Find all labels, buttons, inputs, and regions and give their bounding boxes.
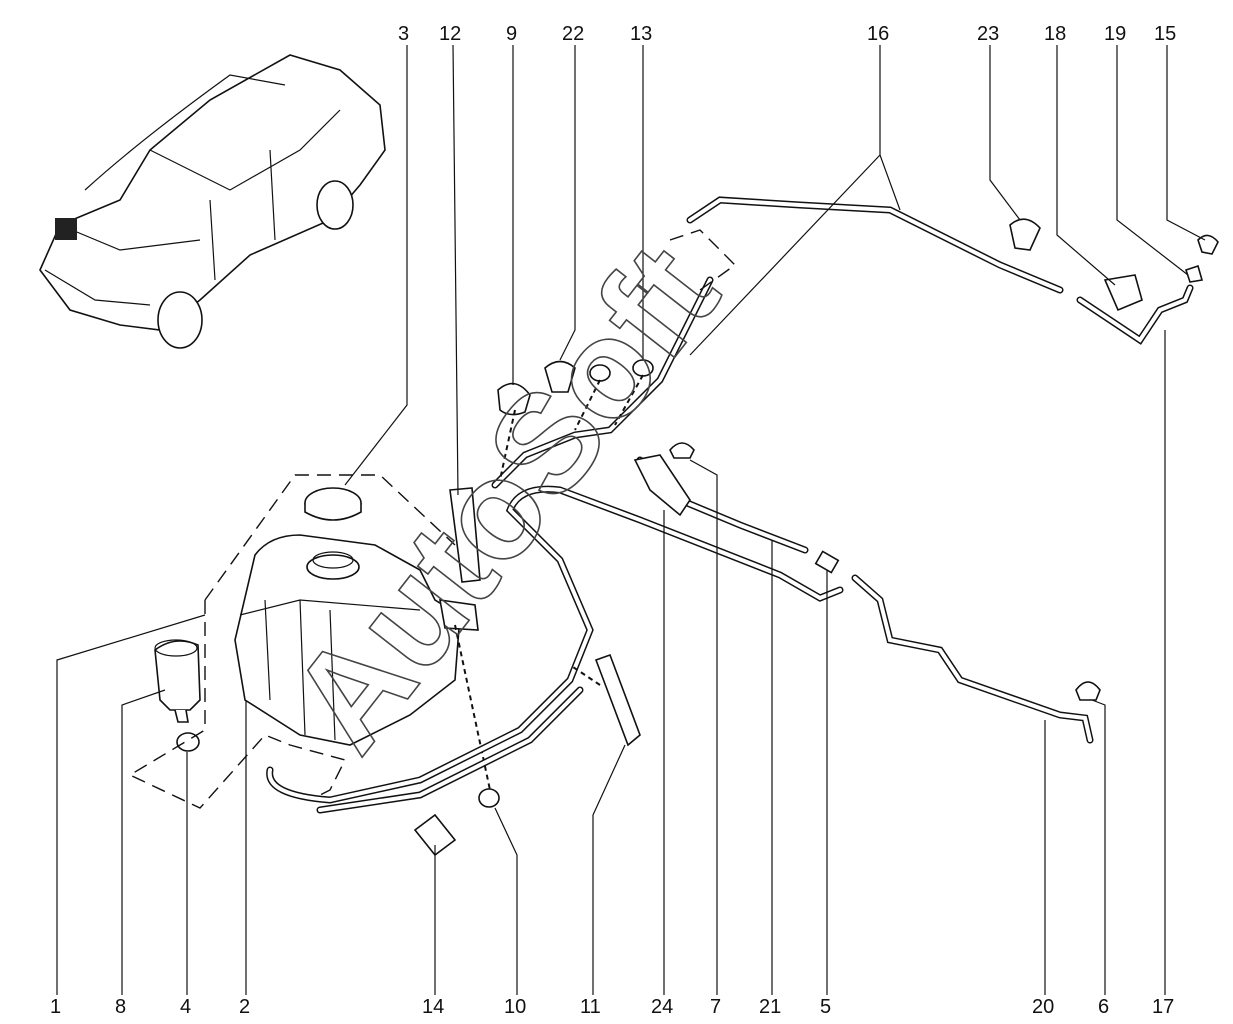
clip-23	[1009, 218, 1041, 251]
washer-hoses	[266, 196, 1194, 814]
seal-strip	[449, 487, 481, 583]
rear-bellows	[1103, 274, 1143, 312]
car-overview-illustration	[39, 54, 386, 349]
grommet-9	[497, 382, 531, 416]
callout-4: 4	[180, 996, 191, 1018]
hose-clip	[594, 653, 641, 747]
callout-20: 20	[1032, 996, 1054, 1018]
rear-nozzle-insert	[1184, 264, 1204, 283]
callout-16: 16	[867, 23, 889, 45]
assembly-outline	[204, 474, 456, 601]
front-washer-jet	[633, 442, 695, 517]
hose-routing-outline	[669, 229, 737, 291]
reservoir-cap	[304, 487, 362, 521]
callout-18: 18	[1044, 23, 1066, 45]
fixing-nut	[478, 788, 500, 808]
callout-12: 12	[439, 23, 461, 45]
callout-8: 8	[115, 996, 126, 1018]
callout-1: 1	[50, 996, 61, 1018]
callout-10: 10	[504, 996, 526, 1018]
pump-outline	[128, 600, 347, 809]
callout-3: 3	[398, 23, 409, 45]
callout-19: 19	[1104, 23, 1126, 45]
callout-2: 2	[239, 996, 250, 1018]
hose-connector	[814, 550, 840, 574]
clip-22	[544, 360, 576, 393]
callout-6: 6	[1098, 996, 1109, 1018]
callout-9: 9	[506, 23, 517, 45]
foam-pad	[413, 813, 457, 857]
washer-reservoir	[234, 534, 479, 746]
callout-15: 15	[1154, 23, 1176, 45]
leader-lines	[56, 44, 1206, 995]
washer-pump	[154, 639, 201, 723]
callout-17: 17	[1152, 996, 1174, 1018]
grommet-fitting-lines	[499, 374, 644, 481]
rear-washer-jet-6	[1075, 681, 1101, 701]
callout-5: 5	[820, 996, 831, 1018]
callout-24: 24	[651, 996, 673, 1018]
clip-fitting-line	[569, 664, 601, 686]
callout-21: 21	[759, 996, 781, 1018]
callout-14: 14	[422, 996, 444, 1018]
callout-23: 23	[977, 23, 999, 45]
callout-11: 11	[580, 996, 601, 1018]
callout-7: 7	[710, 996, 721, 1018]
callout-22: 22	[562, 23, 584, 45]
nut-fitting-line	[454, 624, 491, 791]
callout-13: 13	[630, 23, 652, 45]
